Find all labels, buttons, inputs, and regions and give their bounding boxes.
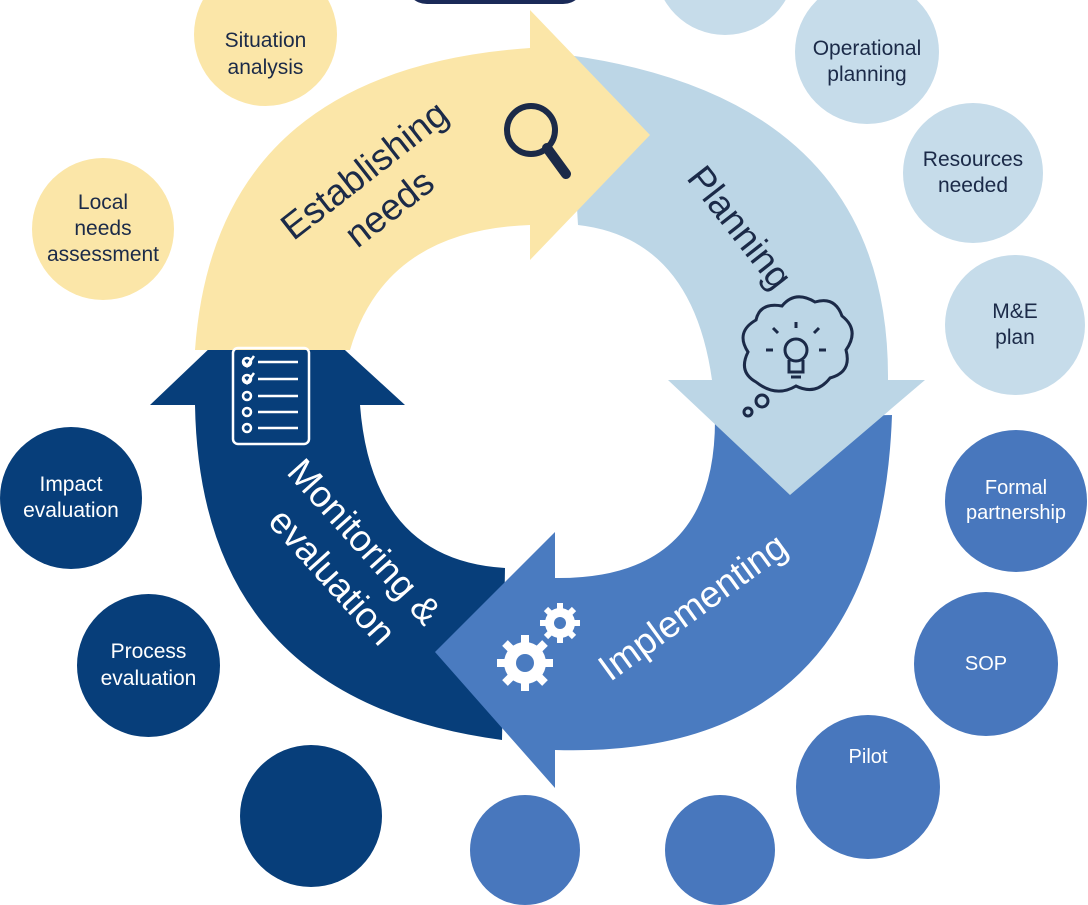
bubble-operational-planning: Operational planning (795, 0, 939, 124)
bubble-impact-evaluation-text: Impact evaluation (23, 472, 119, 522)
bubble-impact-evaluation: Impact evaluation (0, 427, 142, 569)
top-cut-shape (405, 0, 585, 4)
bubble-bottom-partial-3 (240, 745, 382, 887)
magnifier-icon (504, 103, 571, 179)
monitoring-arrow (150, 286, 505, 740)
bubble-pilot-text: Pilot (848, 745, 888, 768)
bubble-formal-partnership-text: Formal partnership (965, 477, 1067, 524)
thought-lightbulb-icon (741, 295, 854, 418)
bubble-resources-needed: Resources needed (903, 103, 1043, 243)
bubble-me-plan: M&E plan (945, 255, 1085, 395)
bubble-sop: SOP (914, 592, 1058, 736)
bubble-bottom-partial-2 (665, 795, 775, 905)
cycle-arrows: Establishing needs Planning Implementing… (150, 10, 925, 788)
bubble-resources-needed-text: Resources needed (922, 147, 1024, 197)
bubble-local-needs-text: Local needs assessment (46, 190, 160, 267)
bubble-formal-partnership: Formal partnership (945, 430, 1087, 572)
bubble-sop-text: SOP (964, 652, 1008, 675)
bubble-operational-planning-text: Operational planning (812, 36, 922, 86)
bubble-bottom-partial-1 (470, 795, 580, 905)
bubble-local-needs-assessment: Local needs assessment (32, 158, 174, 300)
bubble-process-evaluation: Process evaluation (77, 594, 220, 737)
bubble-me-plan-text: M&E plan (992, 299, 1038, 349)
checklist-icon (231, 346, 311, 446)
bubble-process-evaluation-text: Process evaluation (100, 640, 197, 690)
implementing-arrow (435, 415, 892, 788)
bubble-pilot: Pilot (796, 715, 940, 859)
planning-arrow (568, 55, 925, 495)
establishing-arrow (195, 10, 650, 350)
bubble-situation-analysis-text: Situation analysis (224, 29, 307, 79)
gears-icon (497, 603, 580, 691)
